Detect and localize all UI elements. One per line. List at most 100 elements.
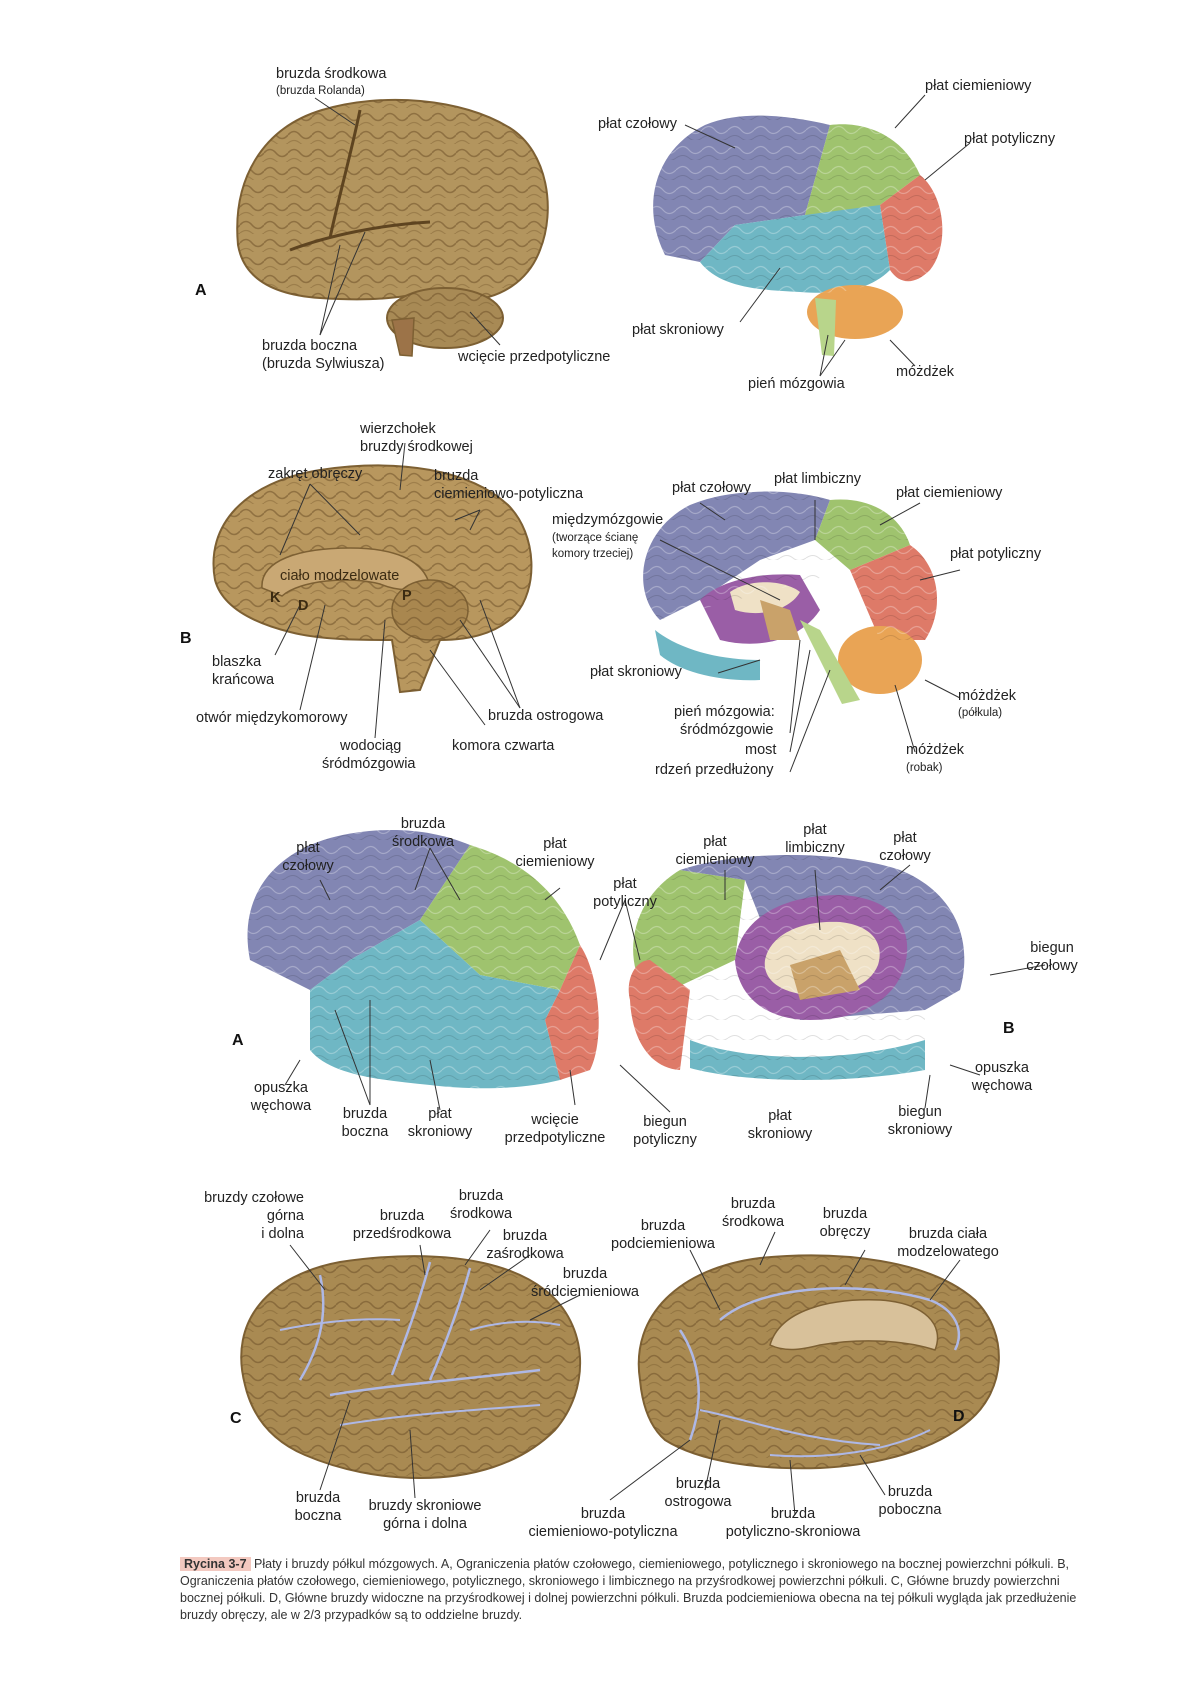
label-m-frontal-lobe: płat czołowy — [672, 480, 751, 496]
figure-number: Rycina 3-7 — [180, 1557, 251, 1571]
label-s3-olfactory-r-2: węchowa — [971, 1078, 1033, 1094]
label-apex-central-1: wierzchołek — [360, 421, 436, 437]
label-brainstem-midbrain-1: pień mózgowia: — [674, 704, 775, 720]
label-s4-lateral-2: boczna — [294, 1508, 342, 1524]
label-s4-precentral-2: przedśrodkowa — [352, 1226, 452, 1242]
label-s3-r-limbic-2: limbiczny — [785, 840, 845, 856]
label-corpus-callosum: ciało modzelowate — [280, 568, 400, 584]
label-s3-preoccipital-1: wcięcie — [531, 1112, 579, 1128]
label-m-parietal-lobe: płat ciemieniowy — [896, 485, 1003, 501]
label-s4-calcarine-1: bruzda — [675, 1476, 721, 1492]
label-k: K — [270, 590, 281, 606]
label-s3-occipital-1: płat — [613, 876, 637, 892]
label-s3-olfactory-l-1: opuszka — [253, 1080, 308, 1096]
label-s4-intraparietal-2: śródciemieniowa — [531, 1284, 639, 1300]
label-s3-r-limbic-1: płat — [803, 822, 827, 838]
label-central-sulcus: bruzda środkowa — [276, 66, 387, 82]
label-s4-temporal-sulci-2: górna i dolna — [383, 1516, 467, 1532]
label-parietal-lobe: płat ciemieniowy — [925, 78, 1032, 94]
lateral-colored-hemisphere — [247, 829, 599, 1089]
caption-text: Płaty i bruzdy półkul mózgowych. A, Ogra… — [180, 1557, 1077, 1622]
label-s3-olfactory-r-1: opuszka — [974, 1060, 1029, 1076]
panel-letter-top-a: A — [195, 282, 207, 299]
label-s4-subparietal-2: podciemieniowa — [611, 1236, 715, 1252]
label-cerebellum-hemisphere-1: móżdżek — [958, 688, 1017, 704]
label-p: P — [402, 588, 412, 604]
label-s4-lateral-1: bruzda — [295, 1490, 341, 1506]
panel-letter-top-b: B — [180, 630, 192, 647]
label-s4-postcentral-2: zaśrodkowa — [486, 1246, 564, 1262]
label-apex-central-2: bruzdy środkowej — [360, 439, 473, 455]
label-s3-temporal-r-1: płat — [768, 1108, 792, 1124]
label-s3-frontal-2: czołowy — [282, 858, 334, 874]
label-s3-central-2: środkowa — [391, 834, 455, 850]
label-s4-central-2: środkowa — [449, 1206, 513, 1222]
panel-letter-bot-d: D — [953, 1408, 965, 1425]
label-m-occipital-lobe: płat potyliczny — [950, 546, 1042, 562]
label-temporal-lobe: płat skroniowy — [632, 322, 724, 338]
label-s4-precentral-1: bruzda — [379, 1208, 425, 1224]
label-pons: most — [745, 742, 777, 758]
label-s4-subparietal-1: bruzda — [640, 1218, 686, 1234]
label-s3-olfactory-l-2: węchowa — [250, 1098, 312, 1114]
label-s4-parieto-occipital-2: ciemieniowo-potyliczna — [528, 1524, 678, 1540]
label-aqueduct-2: śródmózgowia — [322, 756, 416, 772]
label-diencephalon-3: komory trzeciej) — [552, 548, 634, 560]
label-diencephalon-1: międzymózgowie — [552, 512, 664, 528]
label-calcarine-sulcus: bruzda ostrogowa — [488, 708, 604, 724]
label-s4-collateral-1: bruzda — [887, 1484, 933, 1500]
label-s3-lateral-sulcus-1: bruzda — [342, 1106, 388, 1122]
label-d: D — [298, 598, 309, 614]
label-s3-preoccipital-2: przedpotyliczne — [504, 1130, 606, 1146]
label-m-limbic-lobe: płat limbiczny — [774, 471, 862, 487]
label-s4-collateral-2: poboczna — [878, 1502, 942, 1518]
label-s4-frontal-sulci-2: górna — [266, 1208, 304, 1224]
medial-colored-hemisphere — [628, 855, 965, 1080]
label-s4-calcarine-2: ostrogowa — [664, 1494, 732, 1510]
medial-brain-photo — [212, 464, 533, 694]
label-parieto-occipital-2: ciemieniowo-potyliczna — [434, 486, 584, 502]
label-s4-occipitotemporal-1: bruzda — [770, 1506, 816, 1522]
label-s4-temporal-sulci-1: bruzdy skroniowe — [368, 1498, 482, 1514]
label-s3-parietal-2: ciemieniowy — [515, 854, 595, 870]
label-s3-frontal-1: płat — [296, 840, 320, 856]
label-rolando-sulcus: (bruzda Rolanda) — [276, 85, 365, 97]
lateral-brain-photo — [236, 98, 549, 357]
medial-sulci-photo — [637, 1254, 1000, 1470]
label-s3-temporal-r-2: skroniowy — [747, 1126, 813, 1142]
label-m-temporal-lobe: płat skroniowy — [590, 664, 682, 680]
label-s3-occipital-2: potyliczny — [593, 894, 657, 910]
label-aqueduct-1: wodociąg — [340, 738, 402, 754]
label-s3-parietal-1: płat — [543, 836, 567, 852]
figure-caption: Rycina 3-7 Płaty i bruzdy półkul mózgowy… — [180, 1556, 1100, 1624]
label-s3-occipital-pole-1: biegun — [643, 1114, 687, 1130]
label-interventricular-foramen: otwór międzykomorowy — [196, 710, 348, 726]
label-brainstem: pień mózgowia — [748, 376, 845, 392]
label-fourth-ventricle: komora czwarta — [452, 738, 555, 754]
label-cingulate-gyrus: zakręt obręczy — [268, 466, 363, 482]
label-s4-frontal-sulci-1: bruzdy czołowe — [204, 1190, 304, 1206]
label-cerebellum-vermis-2: (robak) — [906, 762, 943, 774]
label-s3-temporal-l-2: skroniowy — [407, 1124, 473, 1140]
label-s3-occipital-pole-2: potyliczny — [633, 1132, 697, 1148]
label-s3-r-parietal-2: ciemieniowy — [675, 852, 755, 868]
label-s3-r-frontal-1: płat — [893, 830, 917, 846]
label-s4-cingulate-2: obręczy — [819, 1224, 871, 1240]
label-parieto-occipital-1: bruzda — [434, 468, 479, 484]
panel-letter-mid-b: B — [1003, 1020, 1015, 1037]
label-cerebellum-hemisphere-2: (półkula) — [958, 707, 1003, 719]
lateral-sulci-photo — [240, 1255, 581, 1480]
label-s3-temporal-pole-2: skroniowy — [887, 1122, 953, 1138]
label-s3-central-1: bruzda — [400, 816, 446, 832]
label-brainstem-midbrain-2: śródmózgowie — [680, 722, 774, 738]
label-s3-r-frontal-2: czołowy — [879, 848, 931, 864]
lateral-lobes-diagram — [653, 115, 943, 356]
label-s4-cingulate-1: bruzda — [822, 1206, 868, 1222]
label-preoccipital-notch: wcięcie przedpotyliczne — [458, 349, 611, 365]
medial-lobes-diagram — [643, 491, 937, 704]
label-s4-occipitotemporal-2: potyliczno-skroniowa — [725, 1524, 861, 1540]
label-medulla: rdzeń przedłużony — [655, 762, 774, 778]
label-s3-frontal-pole-2: czołowy — [1026, 958, 1078, 974]
